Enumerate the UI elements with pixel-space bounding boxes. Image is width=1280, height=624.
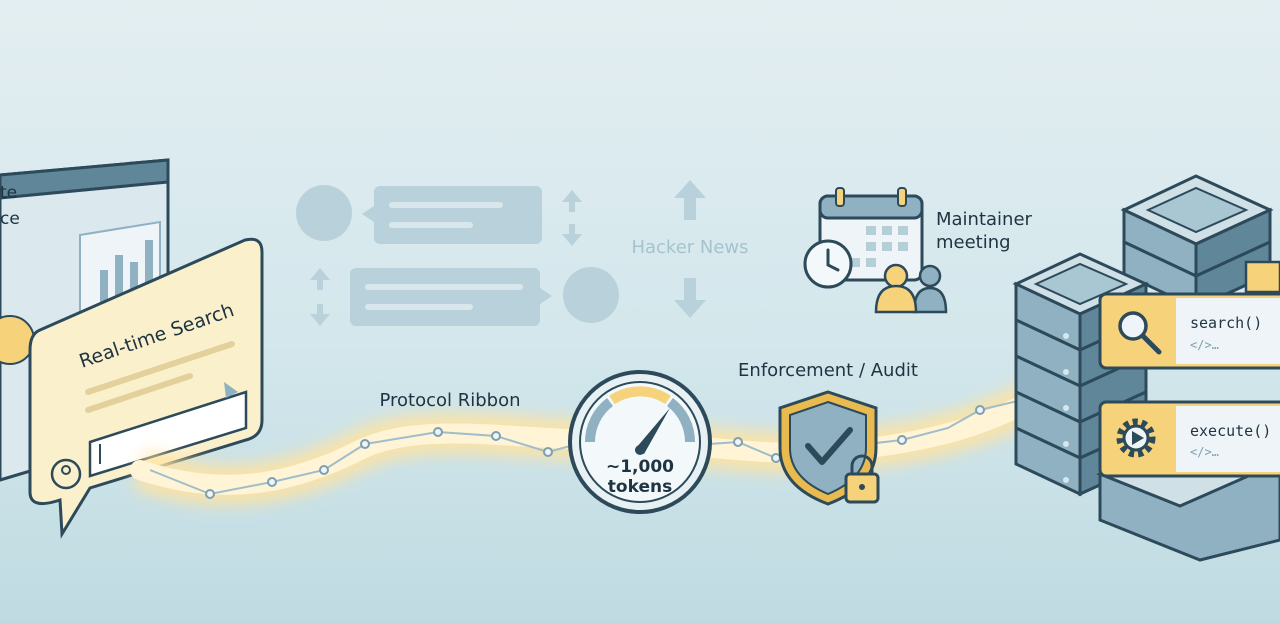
- faded-user-icon: [296, 185, 352, 241]
- tool-name-search: search(): [1190, 314, 1262, 332]
- upvote-icon: [674, 180, 706, 220]
- server-unit: [1120, 174, 1274, 279]
- gear-play-icon: [1116, 418, 1156, 458]
- yellow-module: [1244, 260, 1280, 294]
- dashboard-title-fragment-1: te: [0, 183, 17, 203]
- tool-card-execute[interactable]: execute() </>…: [1098, 400, 1280, 478]
- meeting-label-line1: Maintainer: [936, 209, 1033, 230]
- gauge-needle: [636, 408, 670, 454]
- gauge-value: ~1,000: [606, 457, 674, 477]
- maintainer-meeting: Maintainer meeting: [803, 187, 1033, 314]
- faded-sort-arrows-icon: [562, 190, 582, 246]
- tool-snippet-search: </>…: [1190, 338, 1219, 352]
- person-icon: [883, 263, 909, 289]
- checkmark-icon: [805, 427, 853, 465]
- enforcement-audit: Enforcement / Audit: [738, 360, 918, 506]
- faded-chat-flow: Hacker News: [296, 180, 749, 326]
- forum-label: Hacker News: [631, 237, 748, 258]
- send-icon[interactable]: [224, 382, 238, 398]
- faded-vote-arrows-icon: [310, 268, 330, 326]
- tool-card-search[interactable]: search() </>…: [1098, 292, 1280, 370]
- person-icon: [918, 264, 942, 288]
- dashboard-title-fragment-2: ce: [0, 209, 20, 229]
- gauge-unit: tokens: [608, 477, 672, 497]
- enforcement-label: Enforcement / Audit: [738, 360, 918, 381]
- faded-message-bubble: [374, 186, 542, 244]
- search-card: Real-time Search: [28, 237, 264, 539]
- tool-snippet-execute: </>…: [1190, 445, 1219, 459]
- downvote-icon: [674, 278, 706, 318]
- meeting-label-line2: meeting: [936, 232, 1011, 253]
- search-input[interactable]: [88, 390, 248, 478]
- tool-name-execute: execute(): [1190, 422, 1271, 440]
- faded-bot-icon: [563, 267, 619, 323]
- ribbon-label: Protocol Ribbon: [379, 390, 520, 411]
- token-gauge: ~1,000 tokens: [568, 370, 712, 514]
- magnifier-icon: [1118, 311, 1148, 341]
- faded-reply-bubble: [350, 268, 540, 326]
